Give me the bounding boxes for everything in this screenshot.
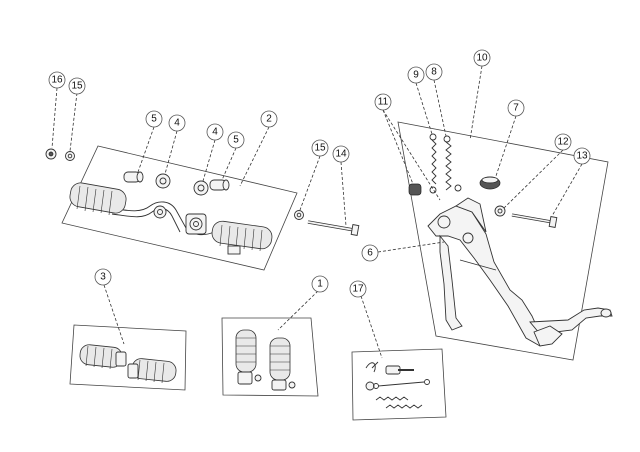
callout-5-right: 5	[227, 131, 245, 149]
leader-line-13	[551, 163, 583, 217]
washer-15-right-part	[294, 210, 304, 220]
svg-text:13: 13	[576, 151, 588, 162]
svg-text:4: 4	[174, 118, 180, 129]
callout-13: 13	[573, 147, 591, 165]
pillion-footpeg-left-part	[79, 344, 127, 370]
svg-text:11: 11	[378, 97, 389, 108]
washer-12-part	[494, 205, 506, 217]
leader-line-8	[433, 79, 447, 137]
svg-text:1: 1	[317, 279, 323, 290]
leader-line-6	[377, 241, 445, 253]
svg-text:9: 9	[413, 70, 419, 81]
callout-2: 2	[260, 110, 278, 128]
callout-9: 9	[407, 66, 425, 84]
svg-text:15: 15	[71, 81, 83, 92]
nut-16-part	[45, 148, 57, 160]
callout-8: 8	[425, 63, 443, 81]
leader-line-11	[382, 109, 414, 185]
callout-7: 7	[507, 99, 525, 117]
bolt-14-part	[307, 220, 360, 236]
washer-4-left-part	[155, 173, 171, 189]
callout-15-right: 15	[311, 139, 329, 157]
leader-line-2	[239, 126, 270, 187]
main-stand-part	[427, 197, 549, 347]
svg-text:3: 3	[100, 272, 106, 283]
svg-text:7: 7	[513, 103, 519, 114]
pivot-bolt-13-part	[511, 213, 558, 228]
callout-4-left: 4	[168, 114, 186, 132]
footrest-grip-left-part	[69, 182, 127, 216]
footrest-grip-right-part	[211, 220, 273, 255]
callout-16: 16	[48, 71, 66, 89]
svg-text:12: 12	[557, 137, 569, 148]
callout-6: 6	[361, 244, 379, 262]
svg-text:2: 2	[266, 114, 272, 125]
svg-text:15: 15	[314, 143, 326, 154]
footrest-pivot-part	[185, 213, 207, 235]
leader-line-15-right	[299, 155, 321, 211]
callout-1: 1	[311, 275, 329, 293]
leader-line-11b	[382, 109, 441, 201]
bushing-5-right-part	[209, 179, 230, 191]
stand-foot-pad-part	[533, 325, 563, 347]
svg-text:5: 5	[151, 114, 157, 125]
leader-line-14	[340, 161, 347, 227]
callout-17: 17	[349, 280, 367, 298]
leader-line-1	[277, 290, 319, 331]
leader-line-5-right	[221, 147, 237, 181]
callout-14: 14	[332, 145, 350, 163]
leader-line-9	[415, 82, 433, 135]
washer-4-right-part	[193, 180, 209, 196]
callout-15-left: 15	[68, 77, 86, 95]
svg-text:14: 14	[335, 149, 347, 160]
leader-line-12	[503, 149, 564, 209]
hardware-kit-parts	[365, 361, 430, 409]
callout-5-left: 5	[145, 110, 163, 128]
leader-line-7	[495, 115, 517, 177]
leader-line-3	[103, 284, 125, 345]
leader-line-15-left	[69, 92, 78, 152]
svg-text:4: 4	[212, 127, 218, 138]
rubber-stop-11-part	[408, 183, 422, 196]
leader-line-5-left	[137, 126, 155, 173]
spring-8-part	[443, 135, 462, 192]
svg-text:5: 5	[233, 135, 239, 146]
svg-text:16: 16	[51, 75, 63, 86]
bushing-5-left-part	[123, 171, 144, 183]
callout-10: 10	[473, 49, 491, 67]
callout-3: 3	[94, 268, 112, 286]
svg-text:10: 10	[476, 53, 488, 64]
pillion-footpeg-right-part	[127, 358, 177, 384]
svg-text:6: 6	[367, 248, 373, 259]
leader-line-10	[469, 65, 483, 141]
leader-line-17	[360, 295, 383, 359]
washer-15-left-part	[65, 151, 75, 161]
spring-9-part	[429, 133, 437, 194]
leader-line-4-left	[164, 130, 178, 175]
svg-text:17: 17	[352, 284, 364, 295]
callout-12: 12	[554, 133, 572, 151]
leader-line-16	[51, 87, 58, 149]
callout-4-right: 4	[206, 123, 224, 141]
leader-line-4-right	[202, 139, 216, 182]
callout-11: 11	[374, 93, 392, 111]
rider-footpeg-left-part	[235, 329, 262, 385]
rubber-buffer-7-part	[479, 176, 501, 190]
rider-footpeg-right-part	[269, 337, 296, 391]
svg-text:8: 8	[431, 67, 437, 78]
